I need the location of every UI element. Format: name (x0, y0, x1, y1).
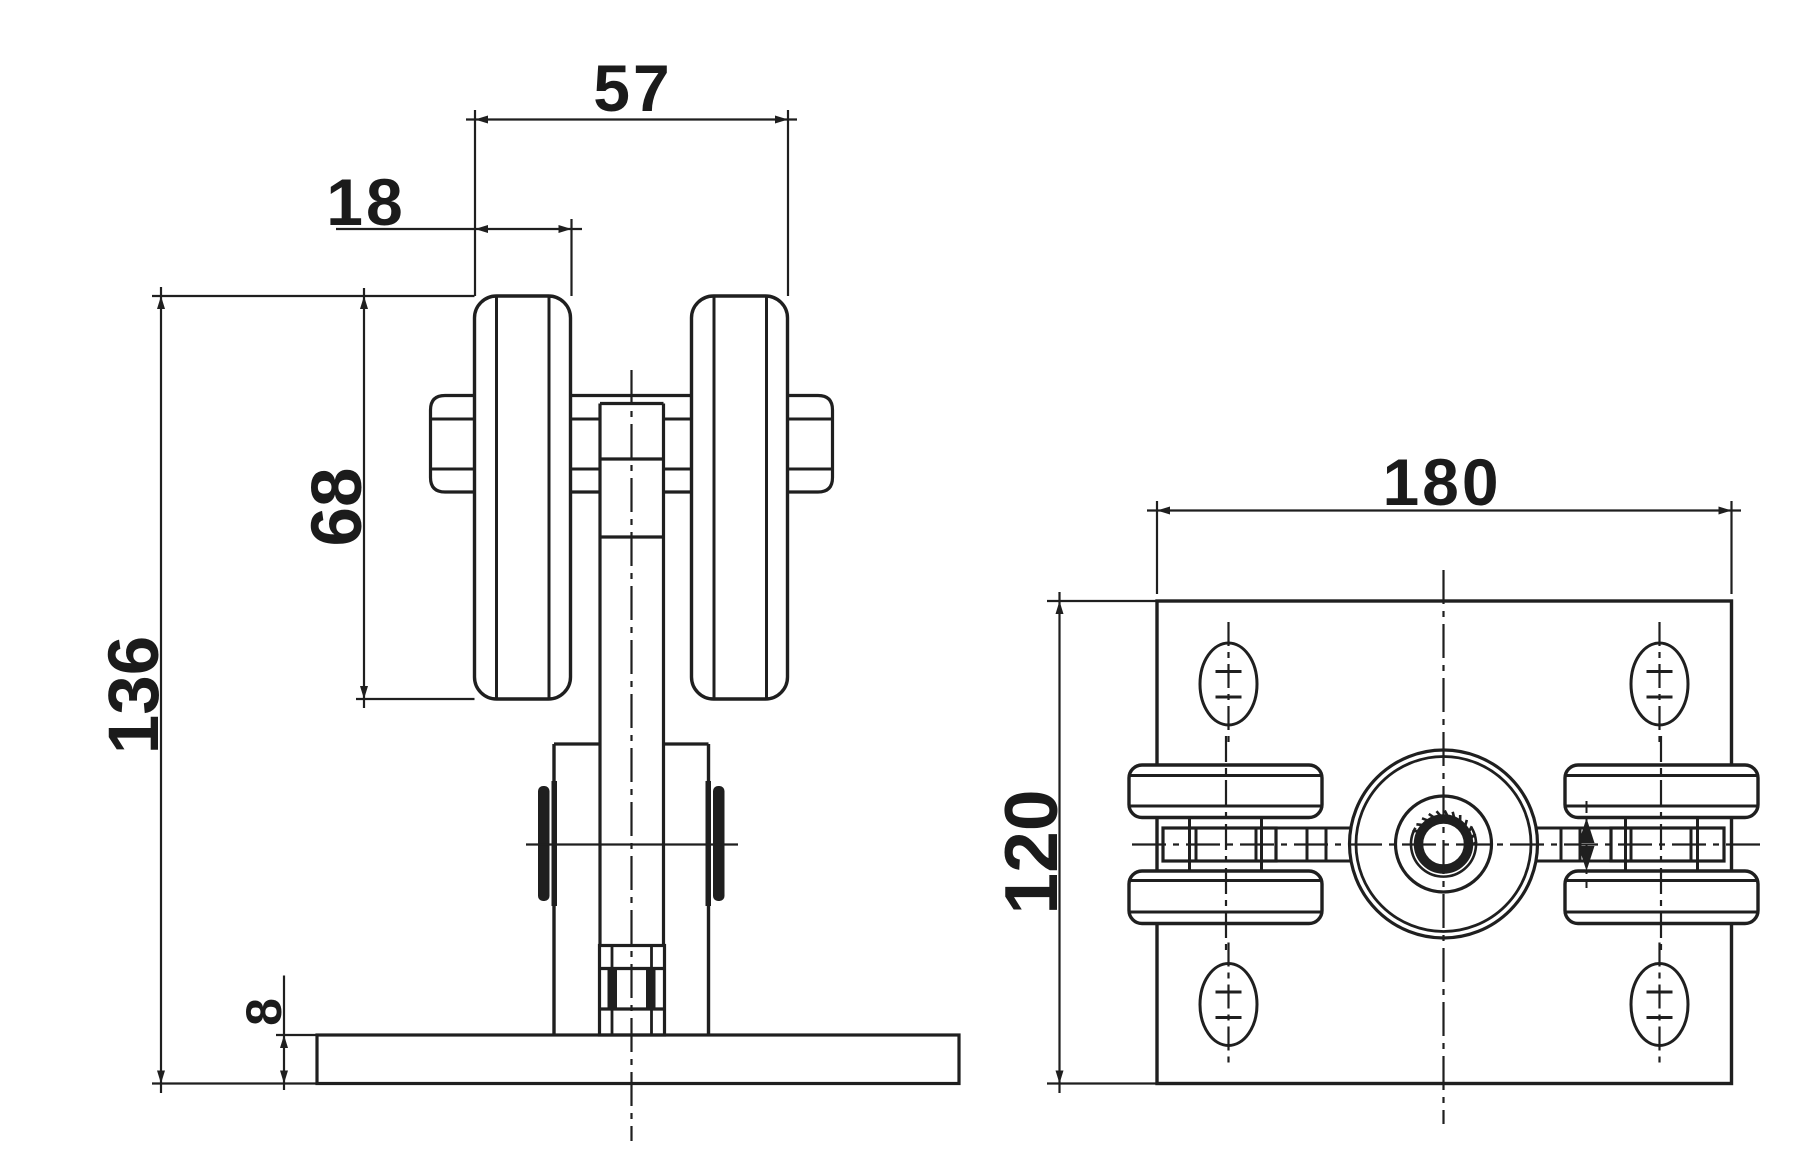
svg-text:68: 68 (298, 468, 377, 547)
svg-text:18: 18 (326, 165, 405, 239)
svg-text:136: 136 (95, 636, 174, 754)
svg-text:180: 180 (1382, 445, 1501, 519)
svg-text:120: 120 (989, 789, 1073, 914)
svg-text:57: 57 (593, 51, 672, 125)
svg-text:8: 8 (236, 998, 292, 1026)
